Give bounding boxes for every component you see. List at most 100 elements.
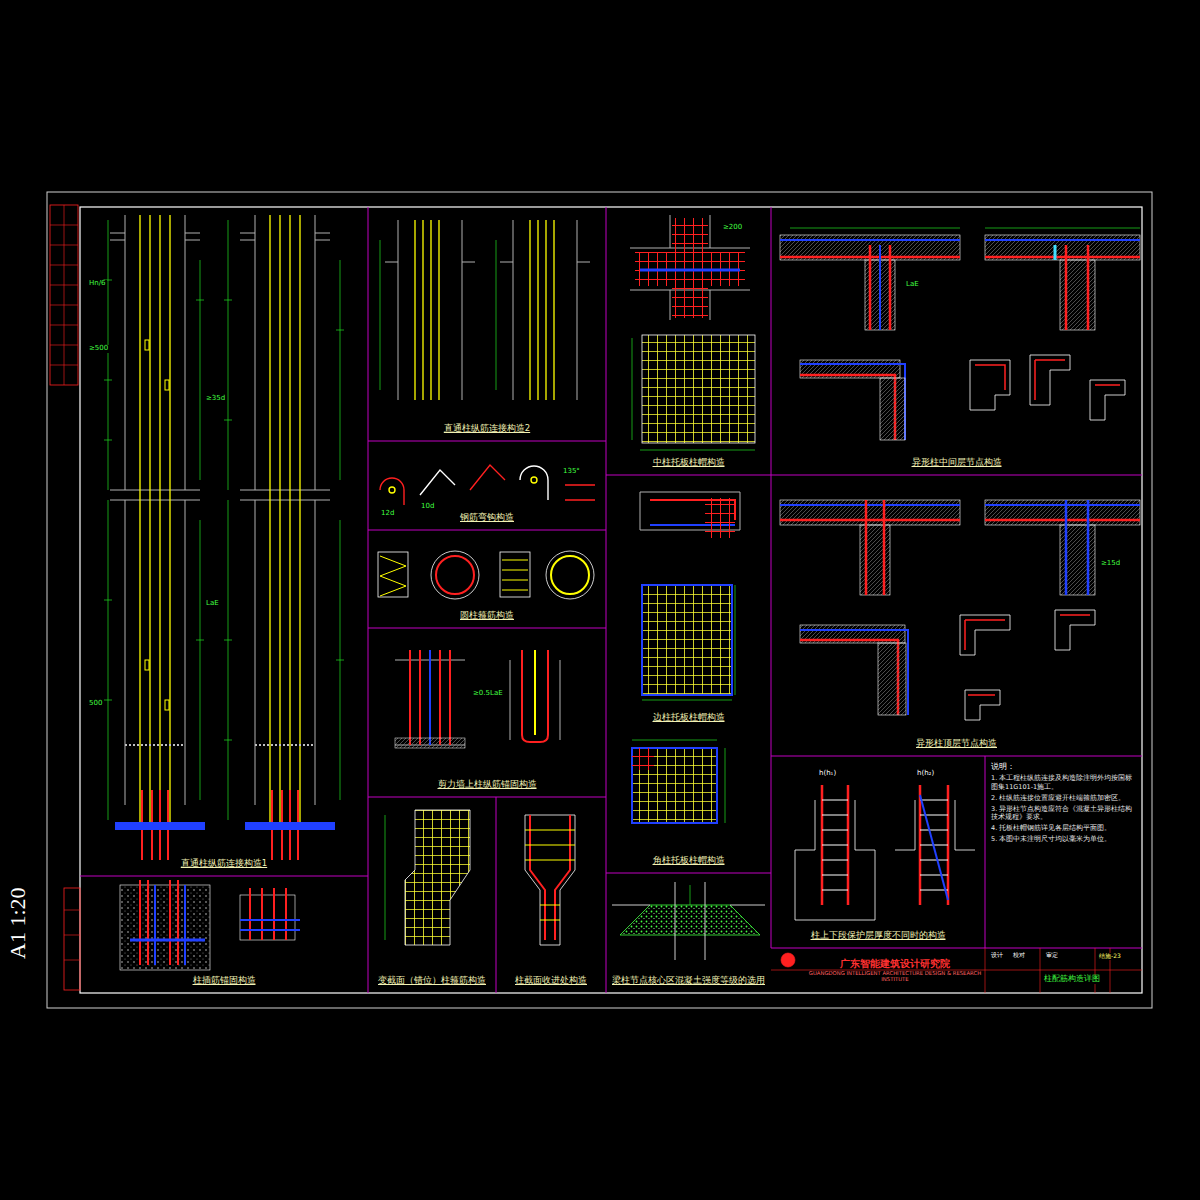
special-column-top-joints-shape xyxy=(878,643,906,715)
special-column-middle-joints-shape xyxy=(790,228,1140,229)
cover-thickness-change-shape xyxy=(822,785,948,905)
wall-column-anchorage xyxy=(395,650,560,748)
dimension: LaE xyxy=(905,281,920,289)
middle-column-drop-panel-shape xyxy=(640,269,740,272)
circular-column-stirrups-shape xyxy=(431,551,479,599)
rebar-hook-details-shape xyxy=(389,487,395,493)
detail-title: 异形柱中间层节点构造 xyxy=(910,457,1004,467)
special-column-middle-joints-shape xyxy=(879,245,881,330)
detail-panel: 异形柱顶层节点构造 xyxy=(771,475,1142,756)
edge-column-drop-panel-shape xyxy=(642,585,732,695)
edge-column-drop-panel-shape xyxy=(642,585,735,700)
dimension: LaE xyxy=(205,600,220,608)
detail-title: 变截面（错位）柱箍筋构造 xyxy=(376,975,488,985)
detail-panel: 异形柱中间层节点构造 xyxy=(771,207,1142,475)
institute-name-en: GUANGDONG INTELLIGENT ARCHITECTURE DESIG… xyxy=(805,970,985,983)
notes-panel: 说明：1. 本工程柱纵筋连接及构造除注明外均按国标图集11G101-1施工。2.… xyxy=(985,756,1142,948)
special-column-middle-joints-shape xyxy=(1030,355,1070,405)
wall-column-anchorage-shape xyxy=(429,650,431,745)
column-dowel-anchorage-shape xyxy=(130,939,205,942)
special-column-middle-joints-shape xyxy=(800,364,905,440)
detail-title: 角柱托板柱帽构造 xyxy=(651,855,727,865)
title-block: 广东智能建筑设计研究院GUANGDONG INTELLIGENT ARCHITE… xyxy=(771,948,985,993)
straight-column-splice-1 xyxy=(104,215,344,860)
sheet-frame-shape xyxy=(64,910,80,960)
edge-column-drop-panel xyxy=(640,492,740,700)
sign-field: 审定 xyxy=(1045,952,1059,959)
detail-panel: 柱插筋锚固构造 xyxy=(80,876,368,993)
corner-column-drop-panel-shape xyxy=(632,748,654,770)
cover-thickness-change-shape xyxy=(822,800,948,890)
joint-core-concrete-shape xyxy=(620,905,760,935)
dimension: ≥500 xyxy=(88,345,109,353)
column-dowel-anchorage-shape xyxy=(120,885,210,970)
joint-core-concrete-shape xyxy=(612,882,765,960)
edge-column-drop-panel-shape xyxy=(705,498,735,538)
note-item: 5. 本图中未注明尺寸均以毫米为单位。 xyxy=(991,835,1136,843)
institute-name: 广东智能建筑设计研究院 xyxy=(805,958,985,970)
special-column-middle-joints-shape xyxy=(970,360,1010,410)
offset-column-stirrups xyxy=(385,810,470,945)
special-column-top-joints-shape xyxy=(860,525,890,595)
rebar-hook-details-shape xyxy=(420,470,455,495)
column-section-reduction-shape xyxy=(530,815,570,940)
detail-panel: 中柱托板柱帽构造 xyxy=(606,207,771,475)
cover-thickness-change-shape xyxy=(895,800,975,850)
detail-title: 中柱托板柱帽构造 xyxy=(651,457,727,467)
sheet-frame-shape xyxy=(64,888,80,990)
special-column-top-joints xyxy=(780,500,1140,720)
cover-thickness-change xyxy=(795,785,975,920)
detail-title: 直通柱纵筋连接构造2 xyxy=(442,423,532,433)
special-column-middle-joints-shape xyxy=(975,360,1120,400)
detail-panel: 剪力墙上柱纵筋锚固构造 xyxy=(368,628,606,797)
straight-column-splice-1-shape xyxy=(165,700,169,710)
special-column-top-joints-shape xyxy=(800,630,908,715)
detail-panel: 直通柱纵筋连接构造1 xyxy=(80,207,368,876)
circular-column-stirrups-shape xyxy=(380,556,406,596)
special-column-top-joints-shape xyxy=(985,500,1140,525)
detail-panel: 柱截面收进处构造 xyxy=(496,797,606,993)
special-column-middle-joints-shape xyxy=(1054,245,1057,260)
special-column-middle-joints-shape xyxy=(1090,380,1125,420)
title-block-grid-shape xyxy=(781,953,795,967)
straight-column-splice-1-shape xyxy=(245,822,335,830)
special-column-top-joints-shape xyxy=(985,504,1140,506)
dimension: ≥15d xyxy=(1100,560,1121,568)
detail-panel: 边柱托板柱帽构造 xyxy=(606,475,771,730)
dimension: 500 xyxy=(88,700,103,708)
dimension: h(h₁) xyxy=(818,770,837,778)
special-column-top-joints-shape xyxy=(965,615,1090,695)
middle-column-drop-panel-shape xyxy=(642,335,755,443)
special-column-middle-joints-shape xyxy=(985,235,1140,260)
offset-column-stirrups-shape xyxy=(385,815,386,940)
dimension: h(h₂) xyxy=(916,770,935,778)
straight-column-splice-1-shape xyxy=(104,280,344,740)
straight-column-splice-2-shape xyxy=(415,220,554,400)
column-dowel-anchorage-shape xyxy=(240,920,300,930)
straight-column-splice-1-shape xyxy=(110,233,330,500)
column-dowel-anchorage-shape xyxy=(140,880,178,965)
special-column-middle-joints-shape xyxy=(1066,245,1088,330)
corner-column-drop-panel xyxy=(632,740,725,823)
joint-core-concrete xyxy=(612,882,765,960)
column-section-reduction xyxy=(525,815,575,945)
title-block-grid xyxy=(771,948,1142,993)
special-column-top-joints-shape xyxy=(1055,610,1095,650)
dimension: 135° xyxy=(562,468,581,476)
straight-column-splice-1-shape xyxy=(125,744,315,746)
straight-column-splice-1-shape xyxy=(125,215,315,805)
rebar-hook-details xyxy=(380,465,595,505)
corner-column-drop-panel-shape xyxy=(632,740,725,823)
sheet-frame-shape xyxy=(50,205,78,385)
wall-column-anchorage-shape xyxy=(522,650,548,742)
sheet-frame-shape xyxy=(47,192,1152,1008)
corner-column-drop-panel-shape xyxy=(632,748,717,823)
rebar-hook-details-shape xyxy=(531,477,537,483)
column-section-reduction-shape xyxy=(525,830,575,920)
sheet-frame xyxy=(47,192,1152,1008)
detail-panel: 柱上下段保护层厚度不同时的构造 xyxy=(771,756,985,948)
detail-title: 剪力墙上柱纵筋锚固构造 xyxy=(436,779,539,789)
dimension: 10d xyxy=(420,503,435,511)
circular-column-stirrups xyxy=(378,551,594,599)
